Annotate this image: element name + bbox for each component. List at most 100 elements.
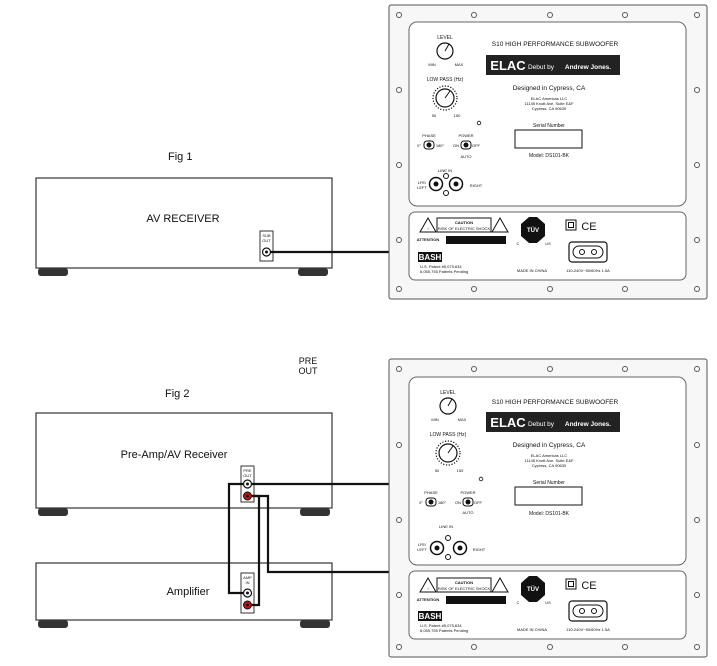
level-label: LEVEL	[437, 35, 453, 41]
svg-text:ON: ON	[453, 143, 459, 148]
svg-text:LEFT: LEFT	[417, 185, 427, 190]
tuv-mark: TÜV C US	[517, 217, 551, 246]
svg-text:RISK OF ELECTRIC SHOCK: RISK OF ELECTRIC SHOCK	[438, 226, 491, 231]
svg-text:OFF: OFF	[472, 143, 481, 148]
svg-text:Andrew Jones.: Andrew Jones.	[565, 421, 611, 428]
svg-text:OFF: OFF	[474, 500, 483, 505]
svg-text:PHASE: PHASE	[424, 490, 438, 495]
svg-text:Cypress, CA 90630: Cypress, CA 90630	[532, 463, 567, 468]
svg-text:LFE/: LFE/	[418, 180, 427, 185]
svg-text:Andrew Jones.: Andrew Jones.	[565, 64, 611, 71]
svg-text:0°: 0°	[419, 500, 423, 505]
svg-text:TÜV: TÜV	[527, 227, 539, 234]
svg-text:Serial Number: Serial Number	[533, 123, 565, 129]
svg-text:Serial Number: Serial Number	[533, 480, 565, 486]
svg-text:AUTO: AUTO	[460, 154, 471, 159]
preamp-label: Pre-Amp/AV Receiver	[121, 449, 228, 461]
panel-title: S10 HIGH PERFORMANCE SUBWOOFER	[492, 41, 619, 48]
svg-text:180°: 180°	[438, 500, 447, 505]
ce-mark-2: CE	[581, 580, 596, 592]
svg-text:S10 HIGH PERFORMANCE SUBWOOFER: S10 HIGH PERFORMANCE SUBWOOFER	[492, 399, 619, 406]
svg-text:TÜV: TÜV	[527, 586, 539, 593]
fig2-label: Fig 2	[165, 388, 189, 400]
subwoofer-panel-1: LEVEL MIN MAX LOW PASS (Hz) 50 150 PHASE…	[388, 4, 708, 300]
svg-text:LEVEL: LEVEL	[440, 390, 456, 396]
svg-text:AUTO: AUTO	[462, 510, 473, 515]
svg-text:Debut by: Debut by	[528, 421, 555, 428]
svg-text:110-240V~50/60Hz 1.5A: 110-240V~50/60Hz 1.5A	[566, 268, 610, 273]
bash-logo-2: BASH	[419, 612, 442, 621]
svg-text:US: US	[545, 241, 551, 246]
svg-text:6,055,755 Patents Pending: 6,055,755 Patents Pending	[420, 269, 468, 274]
svg-text:MAX: MAX	[458, 417, 467, 422]
serial-box	[514, 129, 583, 149]
svg-text:LEFT: LEFT	[417, 547, 427, 552]
svg-text:PRE: PRE	[299, 356, 318, 366]
svg-text:150: 150	[454, 113, 461, 118]
svg-text:11145 Knott Ave. Suite E&F: 11145 Knott Ave. Suite E&F	[525, 101, 574, 106]
svg-text:MIN: MIN	[431, 417, 438, 422]
svg-text:OUT: OUT	[243, 473, 252, 478]
svg-text:ATTENTION: ATTENTION	[417, 597, 440, 602]
elac-logo-2: ELAC	[490, 415, 526, 430]
svg-text:US: US	[545, 600, 551, 605]
svg-text:SUB: SUB	[262, 233, 271, 238]
av-receiver-label: AV RECEIVER	[146, 213, 219, 225]
svg-text:PRE: PRE	[243, 468, 252, 473]
svg-text:MADE IN CHINA: MADE IN CHINA	[517, 627, 548, 632]
svg-text:Model: DS101-BK: Model: DS101-BK	[529, 153, 570, 159]
svg-text:MIN: MIN	[428, 62, 435, 67]
serial-box-2	[514, 486, 583, 506]
pre-out-caption: PRE OUT	[299, 356, 319, 376]
svg-text:RIGHT: RIGHT	[470, 183, 483, 188]
tuv-mark-2: TÜV C US	[517, 576, 551, 605]
svg-text:!: !	[427, 226, 428, 231]
svg-text:OUT: OUT	[299, 366, 319, 376]
svg-text:0°: 0°	[417, 143, 421, 148]
svg-text:11145 Knott Ave. Suite E&F: 11145 Knott Ave. Suite E&F	[525, 458, 574, 463]
svg-text:MADE IN CHINA: MADE IN CHINA	[517, 268, 548, 273]
svg-text:POWER: POWER	[460, 490, 475, 495]
preamp-receiver: Pre-Amp/AV Receiver PRE OUT	[35, 412, 333, 516]
fig1-label: Fig 1	[168, 151, 192, 163]
svg-text:C: C	[517, 600, 520, 605]
svg-text:PHASE: PHASE	[422, 133, 436, 138]
svg-text:POWER: POWER	[458, 133, 473, 138]
svg-text:CAUTION: CAUTION	[455, 580, 473, 585]
svg-text:110-240V~50/60Hz 1.5A: 110-240V~50/60Hz 1.5A	[566, 627, 610, 632]
svg-text:150: 150	[457, 468, 464, 473]
lfe-left-label-2: LFE/ LEFT	[417, 542, 427, 552]
svg-text:C: C	[517, 241, 520, 246]
sub-out-jack-label: SUB OUT	[262, 233, 271, 243]
svg-text:6,055,755 Patents Pending: 6,055,755 Patents Pending	[420, 628, 468, 633]
subwoofer-panel-2: LEVEL MIN MAX LOW PASS (Hz) 50 150 PHASE…	[388, 358, 708, 658]
svg-text:LOW PASS (Hz): LOW PASS (Hz)	[430, 432, 467, 438]
svg-text:180°: 180°	[436, 143, 445, 148]
lowpass-label: LOW PASS (Hz)	[427, 77, 464, 83]
svg-text:LFE/: LFE/	[418, 542, 427, 547]
svg-text:RIGHT: RIGHT	[473, 547, 486, 552]
lfe-left-label: LFE/ LEFT	[417, 180, 427, 190]
svg-text:RISK OF ELECTRIC SHOCK: RISK OF ELECTRIC SHOCK	[438, 586, 491, 591]
svg-text:IN: IN	[246, 580, 250, 585]
svg-text:ELAC Americas LLC: ELAC Americas LLC	[531, 96, 568, 101]
av-receiver: AV RECEIVER SUB OUT	[35, 177, 333, 276]
address: ELAC Americas LLC 11145 Knott Ave. Suite…	[525, 96, 574, 111]
svg-text:Designed in Cypress, CA: Designed in Cypress, CA	[513, 442, 586, 449]
svg-text:OUT: OUT	[262, 238, 271, 243]
svg-text:LINE IN: LINE IN	[438, 168, 452, 173]
svg-text:LINE IN: LINE IN	[439, 524, 453, 529]
svg-text:MAX: MAX	[455, 62, 464, 67]
svg-text:Designed in Cypress, CA: Designed in Cypress, CA	[513, 85, 586, 92]
address-2: ELAC Americas LLC 11145 Knott Ave. Suite…	[525, 453, 574, 468]
amp-jack-label: AMP IN	[243, 575, 252, 585]
preamp-jack-label: PRE OUT	[243, 468, 252, 478]
svg-text:Cypress, CA 90630: Cypress, CA 90630	[532, 106, 567, 111]
svg-text:ON: ON	[455, 500, 461, 505]
amplifier-label: Amplifier	[167, 586, 210, 598]
svg-text:Debut by: Debut by	[528, 64, 555, 71]
svg-text:!: !	[427, 586, 428, 591]
svg-text:50: 50	[432, 113, 437, 118]
svg-text:Model: DS101-BK: Model: DS101-BK	[529, 511, 570, 517]
